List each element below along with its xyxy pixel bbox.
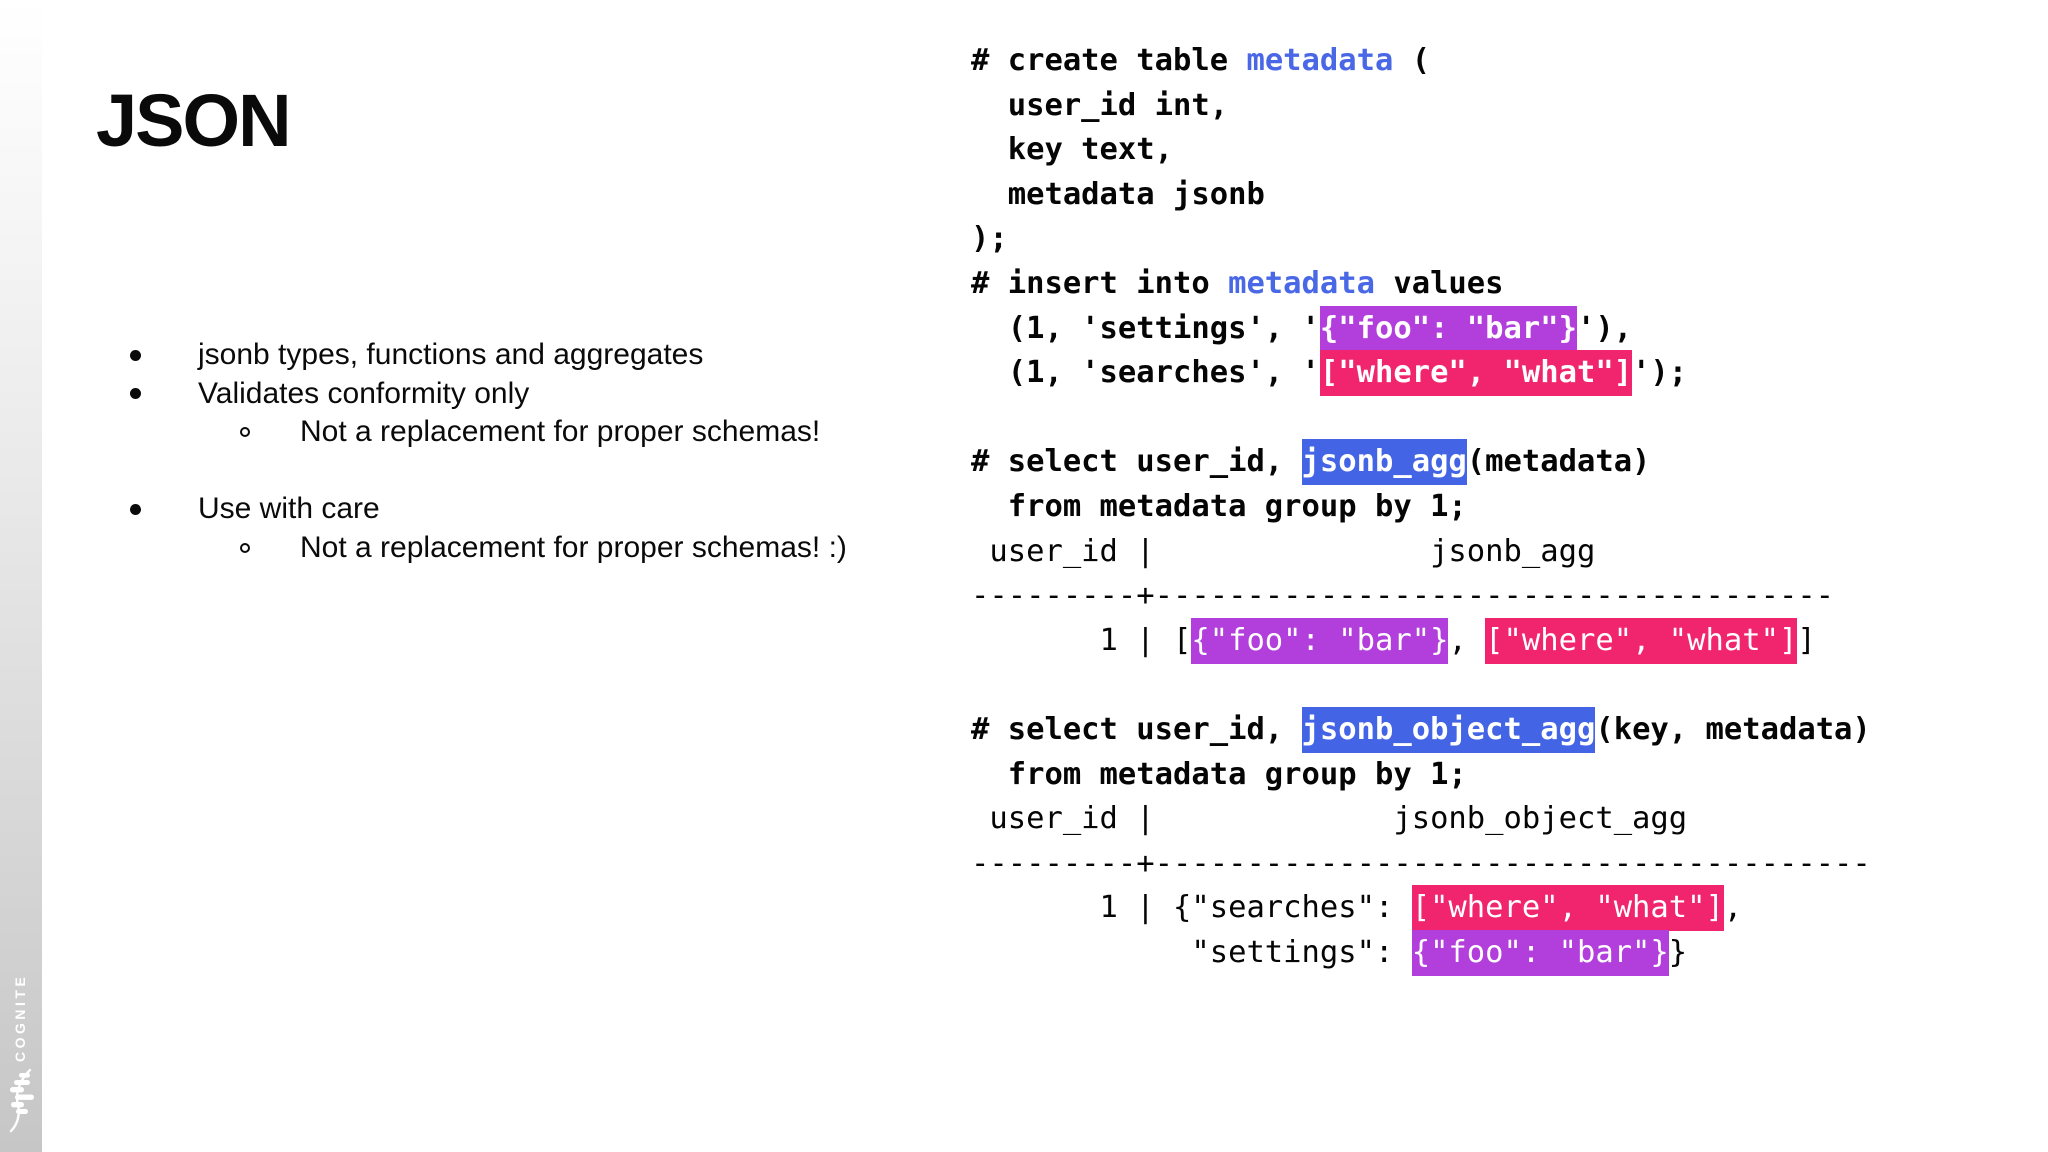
code-text: (key, metadata) [1595, 711, 1871, 747]
highlight-purple: {"foo": "bar"} [1411, 929, 1669, 976]
code-block: # create table metadata ( user_id int, k… [971, 39, 1871, 976]
code-line: # select user_id, jsonb_agg(metadata) [971, 439, 1871, 486]
code-text: ---------+------------------------------… [971, 578, 1835, 614]
code-text: ( [1393, 43, 1431, 78]
code-text: # select user_id, [971, 711, 1302, 747]
sql-keyword: metadata [1246, 43, 1394, 78]
sql-keyword: metadata [1228, 265, 1375, 301]
code-text: '); [1632, 355, 1688, 391]
code-line: 1 | {"searches": ["where", "what"], [971, 885, 1871, 932]
bullet-item: Validates conformity only [0, 375, 940, 414]
left-gradient-band: COGNITE [0, 0, 42, 1152]
code-line: # insert into metadata values [971, 262, 1871, 307]
code-text: user_id int, [971, 87, 1229, 123]
bullet-text: Not a replacement for proper schemas! [300, 415, 821, 449]
highlight-blue: jsonb_object_agg [1301, 706, 1596, 753]
code-text: key text, [971, 132, 1173, 168]
code-line: from metadata group by 1; [971, 753, 1871, 798]
code-line: "settings": {"foo": "bar"}} [971, 929, 1871, 976]
bullet-text: Use with care [198, 492, 380, 526]
code-line: user_id | jsonb_agg [971, 530, 1871, 575]
code-text: ); [971, 221, 1008, 257]
sub-bullet-icon [240, 427, 250, 438]
highlight-pink: ["where", "what"] [1485, 617, 1798, 664]
bullet-icon [130, 349, 141, 361]
highlight-purple: {"foo": "bar"} [1191, 617, 1449, 664]
bullet-text: Validates conformity only [198, 376, 530, 410]
code-text: '), [1576, 310, 1633, 346]
code-line [971, 396, 1871, 441]
code-text: 1 | {"searches": [971, 890, 1412, 926]
bullet-item: Use with care [0, 490, 940, 529]
code-text: # insert into [971, 265, 1229, 301]
highlight-pink: ["where", "what"] [1319, 350, 1633, 397]
sub-bullet-icon [240, 542, 250, 553]
code-line: # select user_id, jsonb_object_agg(key, … [971, 706, 1871, 753]
highlight-purple: {"foo": "bar"} [1319, 305, 1577, 352]
code-text: 1 | [ [971, 622, 1192, 658]
code-line: user_id int, [971, 84, 1871, 129]
code-text: user_id | jsonb_object_agg [971, 801, 1688, 837]
code-line: # create table metadata ( [971, 39, 1871, 84]
brand-name: COGNITE [12, 973, 28, 1062]
sub-bullet-item: Not a replacement for proper schemas! :) [0, 529, 940, 568]
code-text: , [1448, 622, 1486, 658]
highlight-pink: ["where", "what"] [1411, 885, 1724, 932]
code-line: 1 | [{"foo": "bar"}, ["where", "what"]] [971, 617, 1871, 664]
highlight-blue: jsonb_agg [1301, 439, 1467, 486]
sub-bullet-item: Not a replacement for proper schemas! [0, 413, 940, 452]
code-text: from metadata group by 1; [971, 488, 1467, 524]
code-text: (metadata) [1466, 444, 1651, 480]
code-text: values [1374, 265, 1504, 301]
code-text: , [1723, 890, 1743, 926]
code-text: (1, 'settings', ' [971, 310, 1320, 346]
code-line: (1, 'searches', '["where", "what"]'); [971, 350, 1871, 397]
page-title: JSON [96, 79, 292, 162]
code-line: ); [971, 217, 1871, 262]
code-text: # create table [971, 43, 1247, 78]
cognite-logo-icon [9, 1068, 34, 1133]
code-text: ] [1797, 622, 1816, 658]
code-line: ---------+------------------------------… [971, 842, 1871, 887]
bullet-text: jsonb types, functions and aggregates [198, 338, 704, 372]
code-text: ---------+------------------------------… [971, 845, 1871, 881]
bullet-icon [130, 388, 141, 400]
code-line: (1, 'settings', '{"foo": "bar"}'), [971, 305, 1871, 352]
bullet-text: Not a replacement for proper schemas! :) [300, 530, 847, 564]
bullet-item: jsonb types, functions and aggregates [0, 336, 940, 375]
code-text: from metadata group by 1; [971, 756, 1467, 792]
code-line: ---------+------------------------------… [971, 574, 1871, 619]
code-line: user_id | jsonb_object_agg [971, 797, 1871, 842]
code-text: (1, 'searches', ' [971, 355, 1320, 391]
code-line: from metadata group by 1; [971, 485, 1871, 530]
code-text: } [1668, 934, 1688, 970]
code-line: metadata jsonb [971, 173, 1871, 218]
bullet-icon [130, 503, 141, 515]
code-text: metadata jsonb [971, 176, 1265, 212]
code-text: "settings": [971, 934, 1412, 970]
code-text: # select user_id, [971, 444, 1302, 480]
code-line: key text, [971, 128, 1871, 173]
code-text: user_id | jsonb_agg [971, 533, 1596, 569]
code-line [971, 663, 1871, 708]
